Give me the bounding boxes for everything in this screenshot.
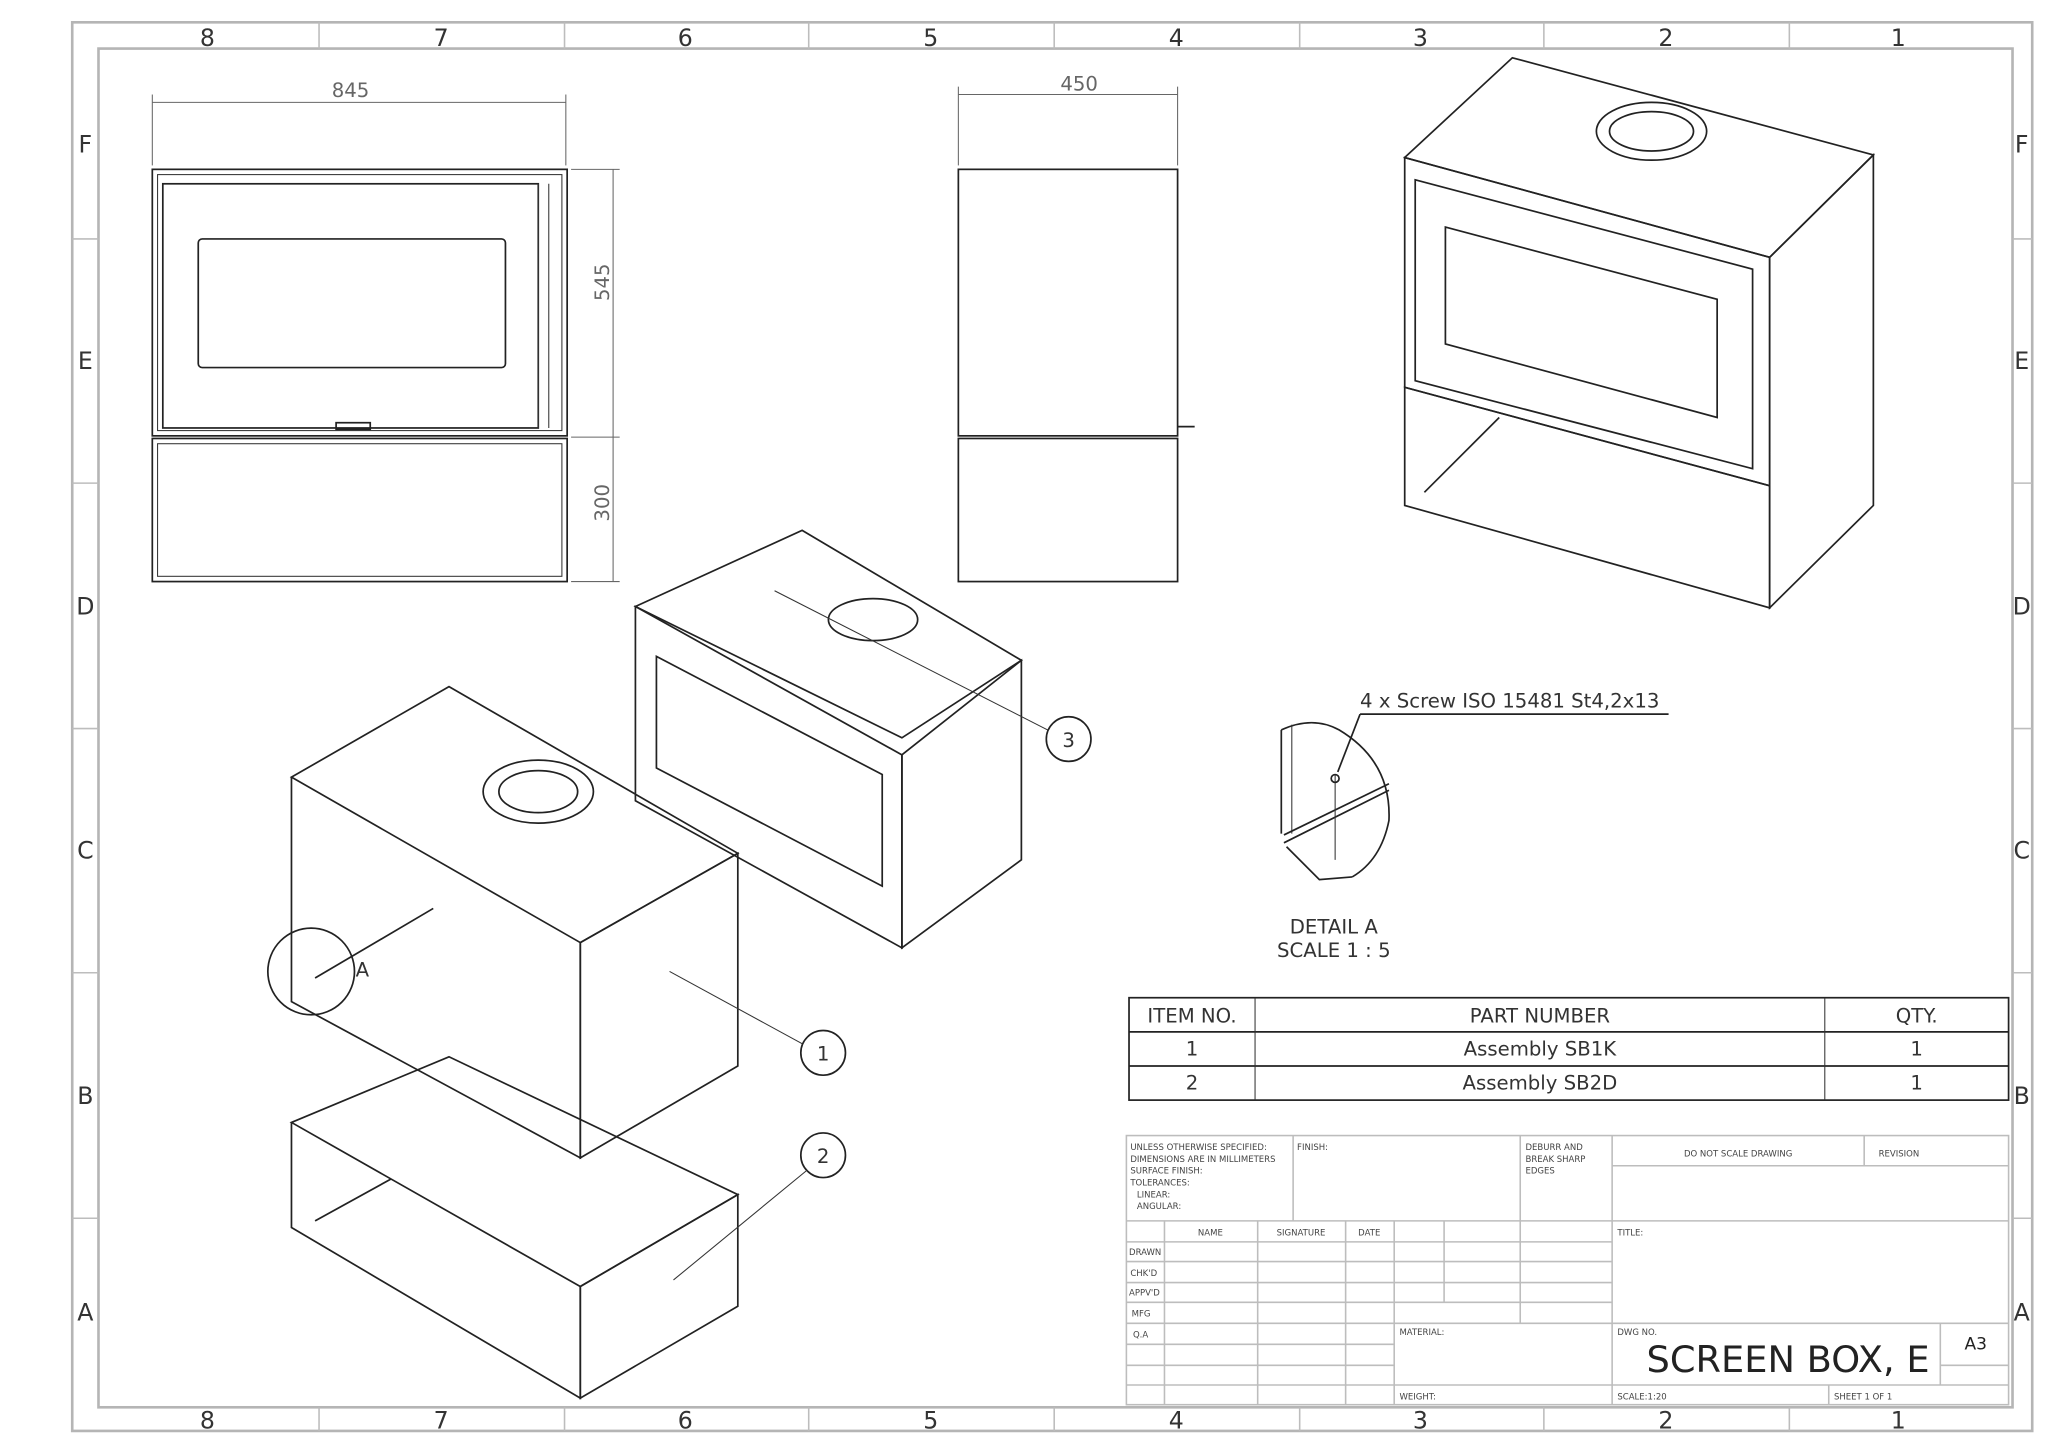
zone-column-label: 4: [1169, 24, 1184, 52]
zone-column-label: 1: [1891, 1406, 1906, 1434]
detail-a-view: 4 x Screw ISO 15481 St4,2x13 DETAIL A SC…: [1277, 690, 1669, 962]
svg-text:BREAK SHARP: BREAK SHARP: [1525, 1155, 1585, 1165]
detail-marker-a: A: [266, 927, 370, 1016]
dimension-heights: 545 300: [571, 168, 620, 583]
svg-text:SURFACE FINISH:: SURFACE FINISH:: [1130, 1167, 1202, 1177]
zone-row-label: D: [76, 592, 94, 620]
exploded-insert: [633, 529, 1023, 950]
zone-column-label: 4: [1169, 1406, 1184, 1434]
zone-column-label: 5: [923, 24, 938, 52]
side-view: [957, 168, 1195, 583]
zone-row-label: B: [77, 1082, 93, 1110]
svg-text:DO NOT SCALE DRAWING: DO NOT SCALE DRAWING: [1684, 1150, 1792, 1160]
zone-dividers: [72, 22, 2033, 1431]
dimension-width: 845: [151, 79, 567, 166]
dimension-depth: 450: [957, 73, 1179, 166]
svg-text:LINEAR:: LINEAR:: [1137, 1190, 1170, 1200]
zone-column-label: 2: [1658, 24, 1673, 52]
title-block: UNLESS OTHERWISE SPECIFIED: DIMENSIONS A…: [1125, 1134, 2010, 1406]
zone-row-label: A: [2014, 1299, 2030, 1327]
svg-text:REVISION: REVISION: [1879, 1150, 1920, 1160]
svg-text:SIGNATURE: SIGNATURE: [1277, 1228, 1326, 1238]
svg-text:845: 845: [332, 79, 370, 102]
outer-frame: [70, 21, 2034, 1433]
exploded-box-2: [289, 1055, 740, 1400]
front-view: [151, 168, 569, 583]
svg-text:4 x Screw ISO 15481 St4,2x13: 4 x Screw ISO 15481 St4,2x13: [1360, 690, 1659, 713]
zone-row-label: F: [79, 130, 93, 158]
zone-row-label: B: [2014, 1082, 2030, 1110]
zone-column-label: 3: [1413, 24, 1428, 52]
svg-text:1: 1: [817, 1043, 830, 1066]
svg-text:1: 1: [1910, 1072, 1923, 1095]
zone-column-label: 3: [1413, 1406, 1428, 1434]
svg-text:CHK'D: CHK'D: [1130, 1269, 1157, 1279]
isometric-assembled-view: [1403, 56, 1876, 610]
zone-column-label: 6: [678, 24, 693, 52]
svg-text:EDGES: EDGES: [1525, 1167, 1554, 1177]
svg-text:DRAWN: DRAWN: [1129, 1248, 1161, 1258]
bom-row: 1 Assembly SB1K 1: [1186, 1037, 1923, 1060]
svg-text:Q.A: Q.A: [1133, 1331, 1148, 1341]
svg-text:300: 300: [591, 484, 614, 522]
svg-text:FINISH:: FINISH:: [1297, 1143, 1328, 1153]
balloon-3: 3: [774, 590, 1092, 763]
zone-column-label: 2: [1658, 1406, 1673, 1434]
zone-column-label: 5: [923, 1406, 938, 1434]
svg-text:DATE: DATE: [1358, 1228, 1380, 1238]
svg-text:MFG: MFG: [1132, 1310, 1151, 1320]
svg-text:3: 3: [1062, 729, 1075, 752]
svg-text:A: A: [356, 959, 370, 982]
bom-header-qty: QTY.: [1896, 1005, 1938, 1028]
zone-row-label: C: [2013, 837, 2030, 865]
zone-column-label: 7: [434, 1406, 449, 1434]
zone-row-label: D: [2013, 592, 2031, 620]
svg-text:WEIGHT:: WEIGHT:: [1399, 1392, 1435, 1402]
balloon-2: 2: [673, 1132, 847, 1281]
svg-text:DIMENSIONS ARE IN MILLIMETERS: DIMENSIONS ARE IN MILLIMETERS: [1130, 1155, 1275, 1165]
zone-row-label: C: [77, 837, 94, 865]
balloon-1: 1: [669, 970, 847, 1077]
bom-header-item: ITEM NO.: [1147, 1005, 1236, 1028]
svg-text:TITLE:: TITLE:: [1616, 1228, 1643, 1238]
svg-text:DEBURR AND: DEBURR AND: [1525, 1143, 1583, 1153]
drawing-number: SCREEN BOX, E: [1647, 1338, 1930, 1381]
svg-text:1: 1: [1186, 1037, 1199, 1060]
zone-column-label: 6: [678, 1406, 693, 1434]
svg-text:APPV'D: APPV'D: [1129, 1289, 1160, 1299]
zone-column-label: 7: [434, 24, 449, 52]
svg-text:NAME: NAME: [1198, 1228, 1223, 1238]
zone-column-label: 1: [1891, 24, 1906, 52]
svg-text:ANGULAR:: ANGULAR:: [1137, 1202, 1181, 1212]
svg-text:SCALE:1:20: SCALE:1:20: [1617, 1392, 1666, 1402]
zone-row-label: E: [78, 347, 93, 375]
svg-text:545: 545: [591, 263, 614, 301]
zone-row-label: E: [2014, 347, 2029, 375]
bom-row: 2 Assembly SB2D 1: [1186, 1072, 1923, 1095]
svg-text:2: 2: [817, 1145, 830, 1168]
svg-text:UNLESS OTHERWISE SPECIFIED:: UNLESS OTHERWISE SPECIFIED:: [1130, 1143, 1267, 1153]
zone-column-label: 8: [200, 24, 215, 52]
svg-text:MATERIAL:: MATERIAL:: [1399, 1328, 1444, 1338]
zone-row-label: A: [77, 1299, 93, 1327]
svg-text:2: 2: [1186, 1072, 1199, 1095]
bom-header-part: PART NUMBER: [1470, 1005, 1611, 1028]
svg-text:TOLERANCES:: TOLERANCES:: [1129, 1178, 1189, 1188]
svg-text:Assembly SB1K: Assembly SB1K: [1464, 1037, 1618, 1060]
svg-text:SHEET 1 OF 1: SHEET 1 OF 1: [1834, 1392, 1892, 1402]
svg-text:DWG NO.: DWG NO.: [1617, 1328, 1657, 1338]
svg-text:450: 450: [1060, 73, 1098, 96]
svg-text:1: 1: [1910, 1037, 1923, 1060]
inner-border: [97, 47, 2014, 1409]
svg-text:DETAIL A: DETAIL A: [1290, 915, 1379, 938]
zone-column-label: 8: [200, 1406, 215, 1434]
svg-text:SCALE 1 : 5: SCALE 1 : 5: [1277, 939, 1391, 962]
svg-text:A3: A3: [1965, 1335, 1988, 1355]
bom-table: ITEM NO. PART NUMBER QTY. 1 Assembly SB1…: [1128, 996, 2010, 1101]
exploded-box-1: [289, 685, 740, 1160]
svg-text:Assembly SB2D: Assembly SB2D: [1463, 1072, 1618, 1095]
zone-row-label: F: [2015, 130, 2029, 158]
